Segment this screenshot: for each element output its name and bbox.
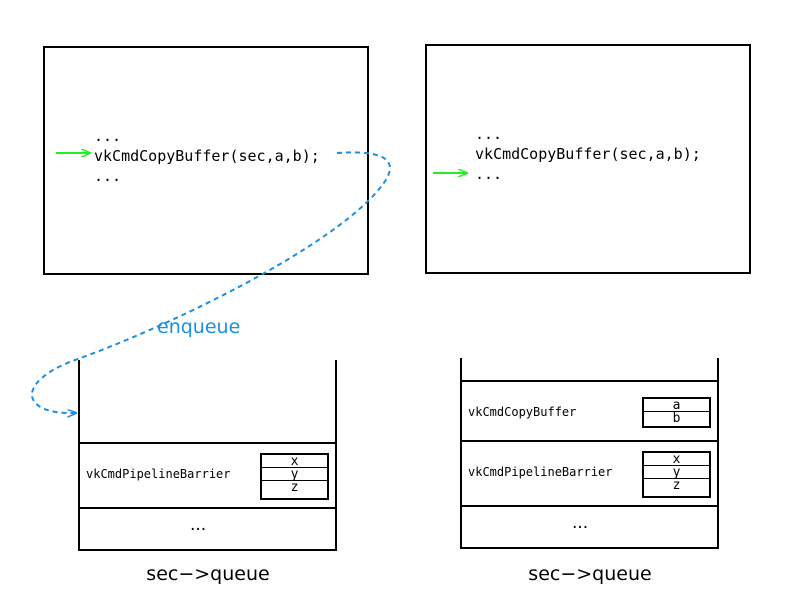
right-code-line-1: ...	[475, 125, 503, 143]
arg-a: a	[644, 399, 709, 412]
right-queue-barrier-args: x y z	[642, 451, 711, 498]
right-queue-separator	[462, 505, 717, 507]
left-queue-ellipsis: ...	[190, 515, 207, 535]
right-queue-separator	[462, 440, 717, 442]
arg-x: x	[262, 455, 327, 468]
right-code-line-2: vkCmdCopyBuffer(sec,a,b);	[475, 145, 701, 163]
right-queue-command-copy-buffer: vkCmdCopyBuffer	[468, 405, 577, 419]
left-queue-separator	[80, 507, 335, 509]
left-queue-barrier-args: x y z	[260, 453, 329, 500]
left-queue-caption: sec−>queue	[146, 563, 270, 585]
left-code-box: ... vkCmdCopyBuffer(sec,a,b); ...	[43, 46, 369, 275]
arg-x: x	[644, 453, 709, 466]
right-queue-command-pipeline-barrier: vkCmdPipelineBarrier	[468, 465, 613, 479]
left-code-line-2: vkCmdCopyBuffer(sec,a,b);	[94, 147, 320, 165]
right-code-line-3: ...	[475, 165, 503, 183]
right-queue: vkCmdCopyBuffer a b vkCmdPipelineBarrier…	[460, 358, 719, 549]
right-queue-ellipsis: ...	[572, 513, 589, 533]
left-queue-separator	[80, 442, 335, 444]
left-queue-command-pipeline-barrier: vkCmdPipelineBarrier	[86, 467, 231, 481]
right-queue-caption: sec−>queue	[528, 563, 652, 585]
arg-y: y	[262, 468, 327, 481]
enqueue-label: enqueue	[157, 316, 241, 338]
right-queue-copy-args: a b	[642, 397, 711, 428]
arg-b: b	[672, 411, 681, 426]
left-code-line-3: ...	[94, 167, 122, 185]
arg-z: z	[290, 480, 299, 495]
arg-y: y	[644, 466, 709, 479]
left-queue: vkCmdPipelineBarrier x y z ...	[78, 360, 337, 551]
right-queue-separator	[462, 380, 717, 382]
right-code-box: ... vkCmdCopyBuffer(sec,a,b); ...	[425, 44, 751, 274]
arg-z: z	[672, 478, 681, 493]
left-code-line-1: ...	[94, 127, 122, 145]
